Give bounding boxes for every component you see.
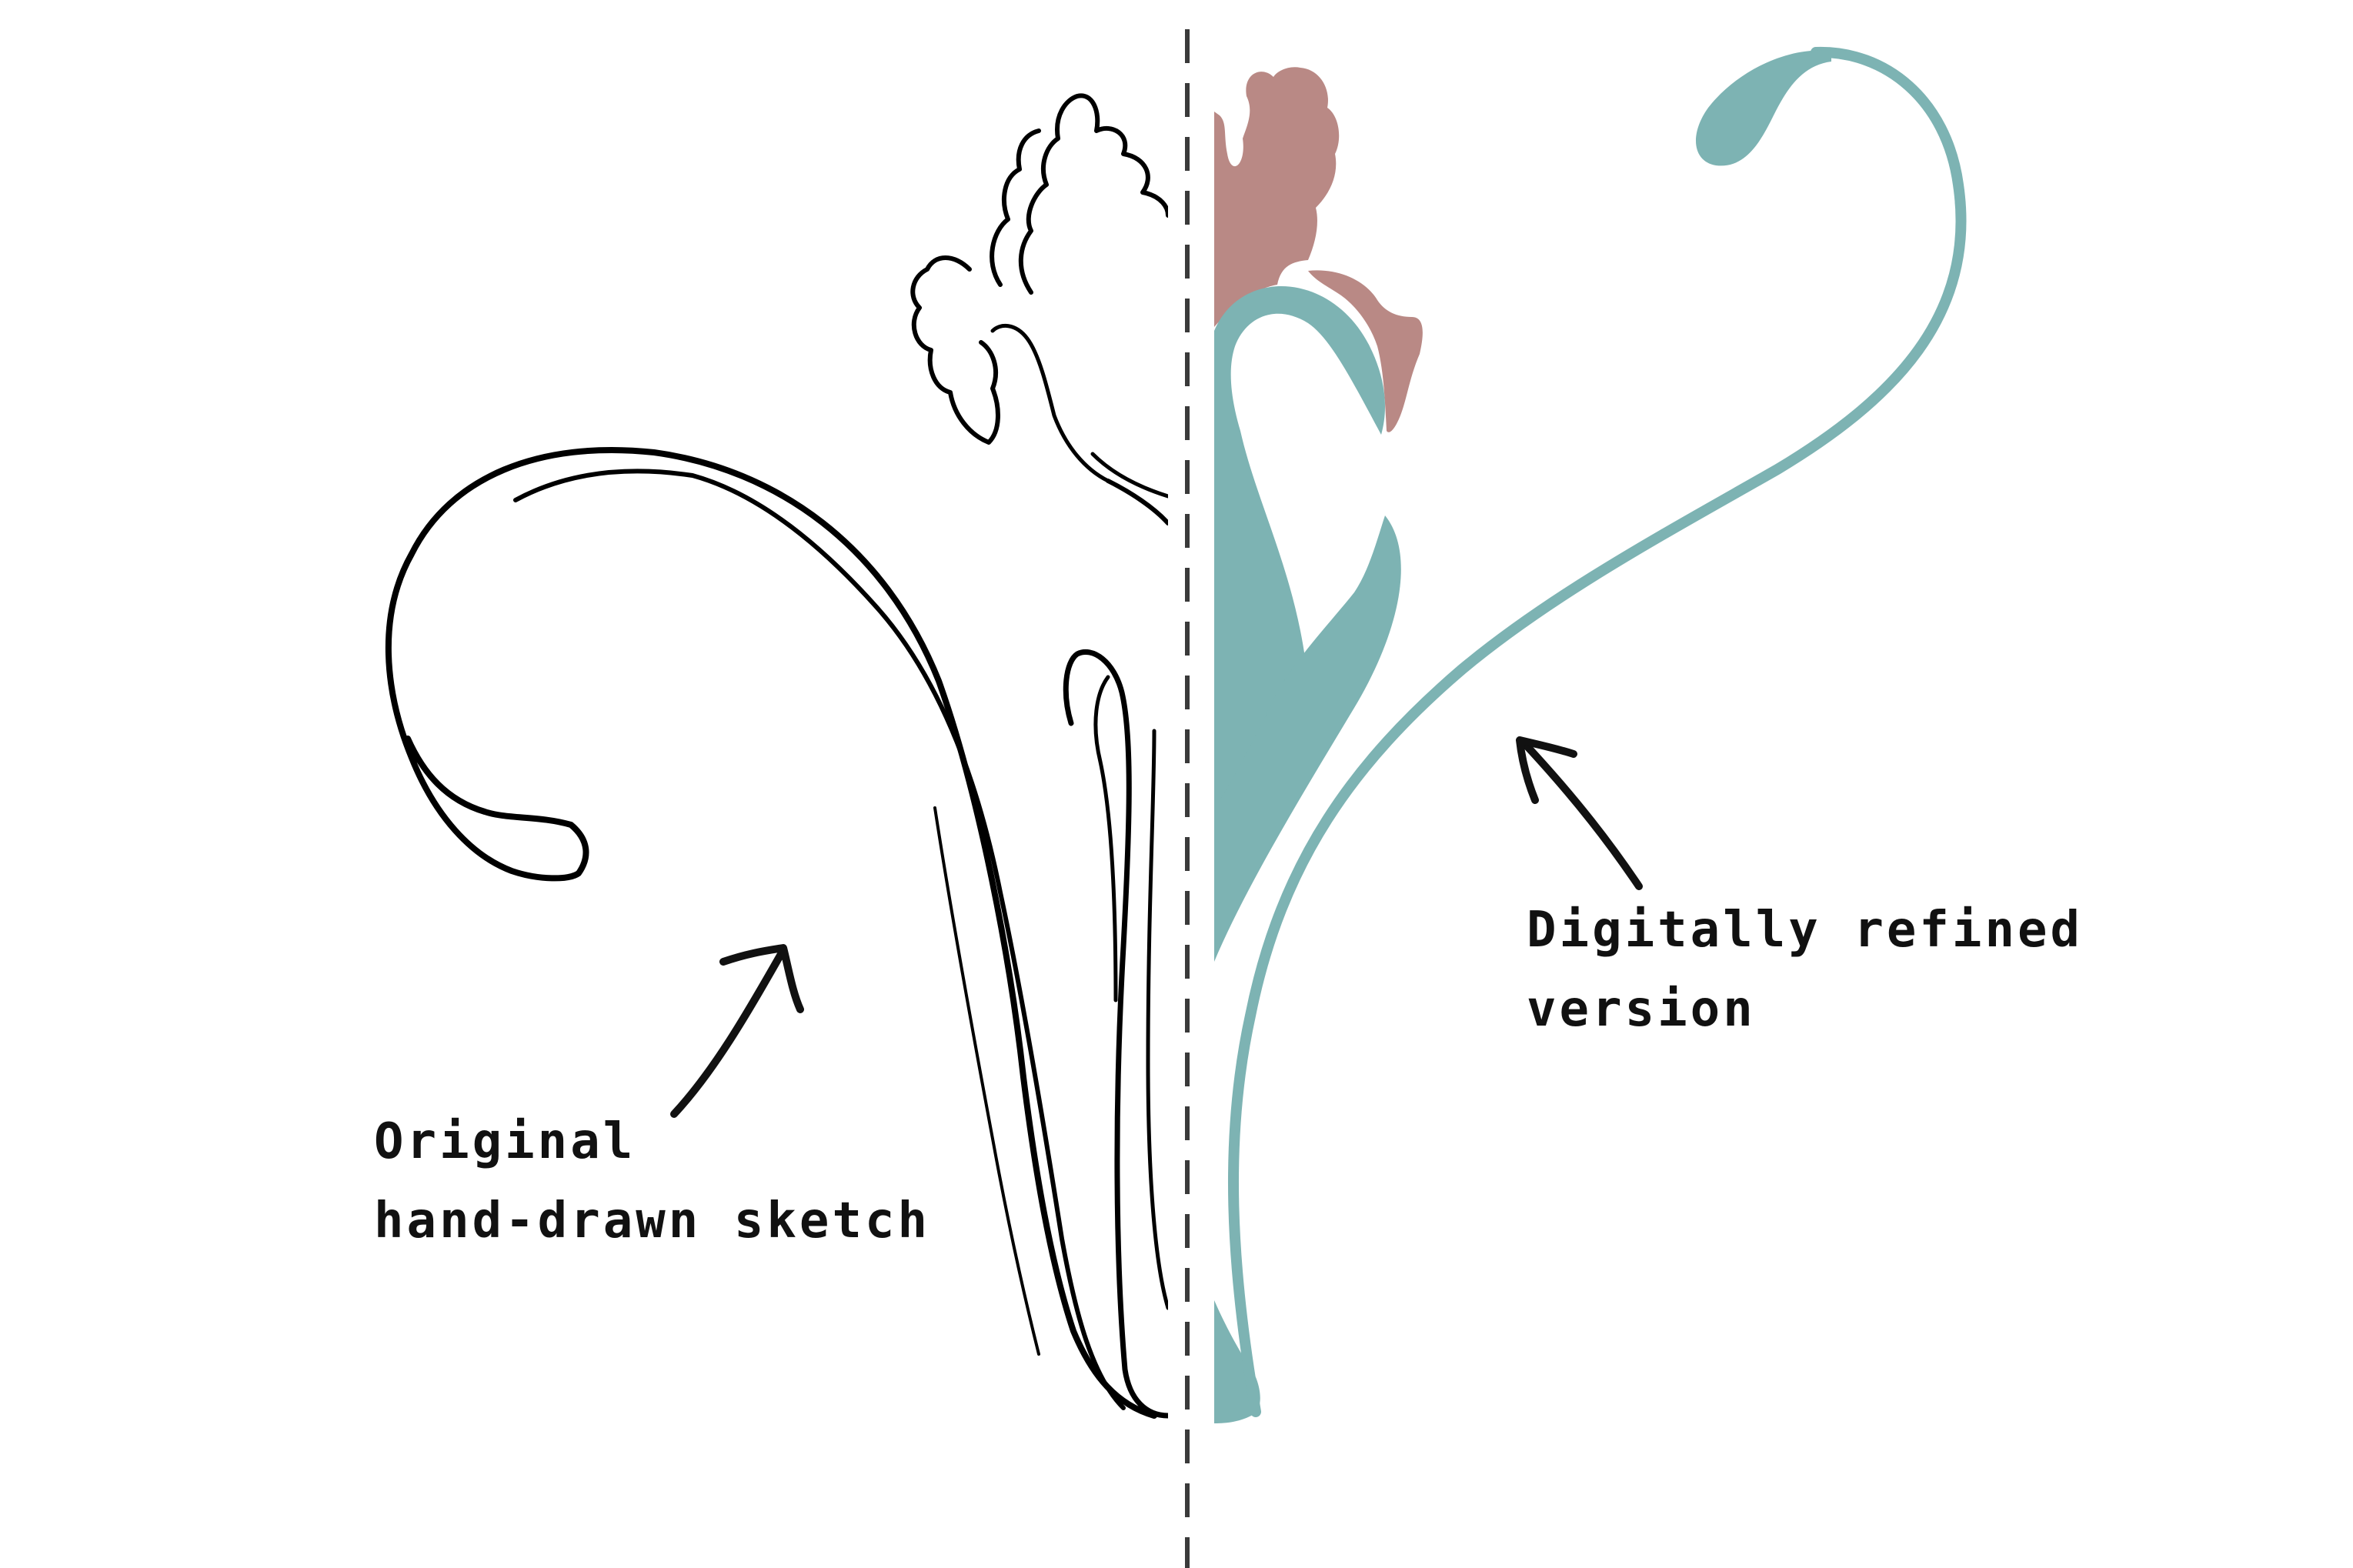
refined-label-line2: version	[1527, 981, 1756, 1038]
sketch-curl-leaf-midline	[933, 806, 1040, 1356]
refined-curve-teardrop	[1695, 50, 1831, 166]
sketch-petal-standard-left	[1018, 93, 1168, 295]
refined-petal-fall	[1308, 270, 1423, 432]
original-label-line1: Original	[374, 1113, 636, 1170]
sketch-petal-fall-left	[910, 255, 1000, 445]
refined-petal-standard	[1214, 67, 1340, 328]
sketch-curl-leaf-outer	[385, 447, 1157, 1419]
sketch-bloom-base	[1090, 452, 1168, 499]
refined-sword-leaf	[1214, 515, 1401, 962]
sketch-stem-outer	[1063, 649, 1168, 1419]
hand-drawn-sketch	[385, 93, 1168, 1419]
original-label-line2: hand-drawn sketch	[374, 1193, 930, 1249]
refined-stalk-hood	[1214, 286, 1385, 846]
refined-label-line1: Digitally refined	[1527, 902, 2083, 959]
arrow-up-right-icon	[670, 944, 804, 1118]
sketch-curl-leaf-inner	[513, 469, 1126, 1410]
sketch-sword-leaf	[1093, 675, 1118, 1003]
arrow-up-left-icon	[1516, 736, 1643, 890]
sketch-stem-inner	[1146, 729, 1168, 1310]
sketch-petal-fall-inner	[990, 323, 1110, 483]
sketch-petal-standard-center	[990, 128, 1041, 287]
refined-curve-stroke	[1227, 46, 1967, 1417]
refined-version	[1214, 46, 1967, 1423]
sketch-petal-fall-right	[1106, 479, 1168, 525]
